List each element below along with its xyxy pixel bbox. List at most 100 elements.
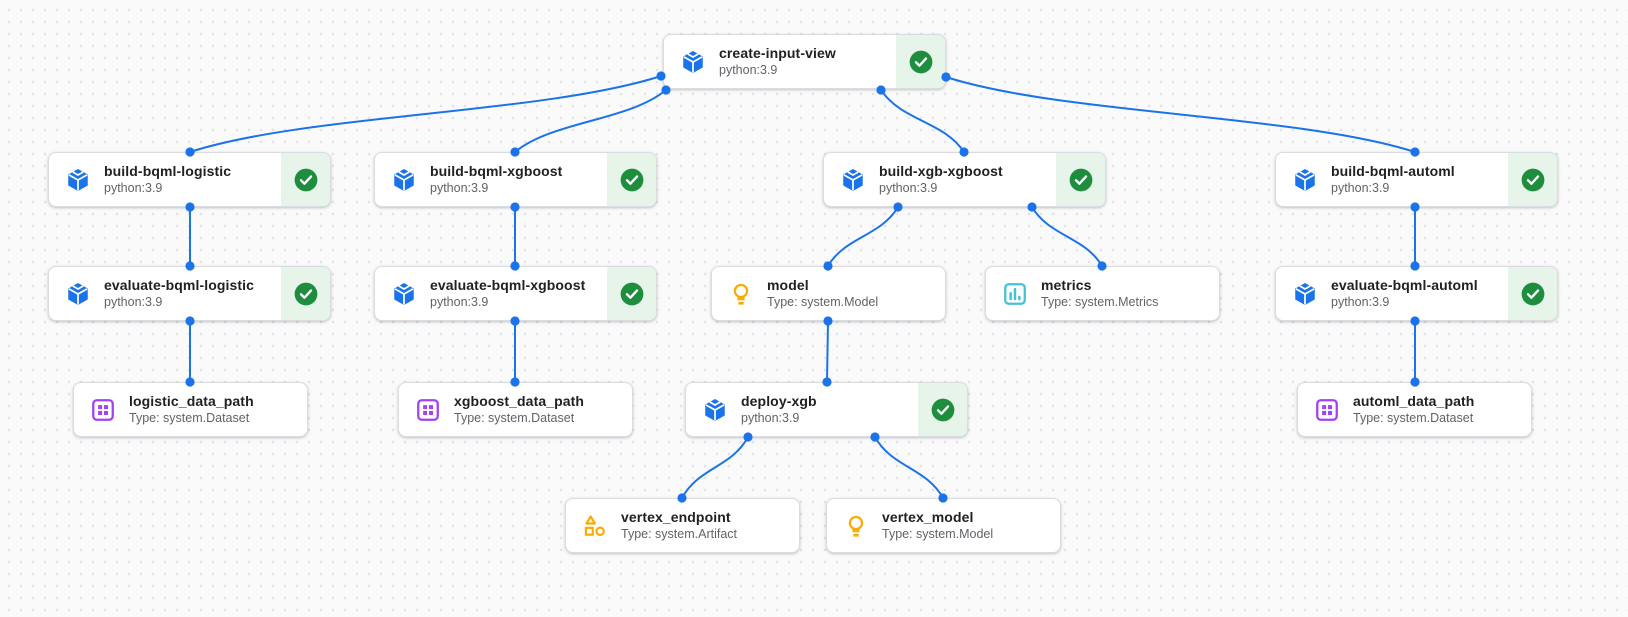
edge-deploy-xgb-to-vertex_endpoint — [681, 436, 749, 499]
node-title: build-bqml-xgboost — [430, 163, 563, 179]
node-subtitle: python:3.9 — [104, 181, 163, 195]
edge-create-input-view-to-build-bqml-automl — [945, 76, 1416, 153]
node-title: vertex_endpoint — [621, 509, 731, 525]
edge-create-input-view-to-build-xgb-xgboost — [880, 89, 965, 153]
edge-model-to-deploy-xgb — [826, 320, 829, 383]
dataset-grid-icon — [90, 397, 116, 423]
success-status-badge — [281, 153, 330, 206]
success-check-icon — [1520, 167, 1546, 193]
node-text: evaluate-bqml-xgboost python:3.9 — [430, 276, 585, 311]
node-subtitle: Type: system.Dataset — [129, 411, 250, 425]
node-subtitle: Type: system.Model — [882, 527, 994, 541]
artifact-shapes-icon — [582, 513, 608, 539]
node-subtitle: Type: system.Dataset — [1353, 411, 1474, 425]
node-text: build-xgb-xgboost python:3.9 — [879, 162, 1003, 197]
node-text: deploy-xgb python:3.9 — [741, 392, 817, 427]
success-check-icon — [930, 397, 956, 423]
node-evaluate-bqml-automl[interactable]: evaluate-bqml-automl python:3.9 — [1275, 266, 1558, 321]
component-cube-icon — [1292, 167, 1318, 193]
component-cube-icon — [702, 397, 728, 423]
success-status-badge — [607, 153, 656, 206]
success-status-badge — [896, 35, 945, 88]
node-subtitle: python:3.9 — [719, 63, 778, 77]
success-check-icon — [1068, 167, 1094, 193]
edge-build-xgb-xgboost-to-metrics — [1031, 206, 1103, 267]
node-subtitle: python:3.9 — [430, 181, 489, 195]
node-subtitle: Type: system.Metrics — [1041, 295, 1159, 309]
node-build-bqml-xgboost[interactable]: build-bqml-xgboost python:3.9 — [374, 152, 657, 207]
node-subtitle: Type: system.Dataset — [454, 411, 575, 425]
node-text: build-bqml-logistic python:3.9 — [104, 162, 231, 197]
component-cube-icon — [840, 167, 866, 193]
node-title: evaluate-bqml-xgboost — [430, 277, 586, 293]
node-title: deploy-xgb — [741, 393, 817, 409]
node-subtitle: python:3.9 — [104, 295, 163, 309]
node-title: build-bqml-automl — [1331, 163, 1455, 179]
node-text: build-bqml-automl python:3.9 — [1331, 162, 1455, 197]
dataset-grid-icon — [1314, 397, 1340, 423]
node-subtitle: python:3.9 — [1331, 295, 1390, 309]
node-title: vertex_model — [882, 509, 974, 525]
edge-create-input-view-to-build-bqml-xgboost — [514, 89, 667, 153]
node-title: automl_data_path — [1353, 393, 1475, 409]
node-subtitle: python:3.9 — [741, 411, 800, 425]
success-check-icon — [619, 167, 645, 193]
node-title: evaluate-bqml-automl — [1331, 277, 1478, 293]
success-status-badge — [1056, 153, 1105, 206]
node-deploy-xgb[interactable]: deploy-xgb python:3.9 — [685, 382, 968, 437]
node-title: build-xgb-xgboost — [879, 163, 1003, 179]
dataset-grid-icon — [415, 397, 441, 423]
node-title: create-input-view — [719, 45, 836, 61]
node-subtitle: Type: system.Artifact — [621, 527, 738, 541]
component-cube-icon — [391, 281, 417, 307]
node-text: evaluate-bqml-automl python:3.9 — [1331, 276, 1478, 311]
node-build-bqml-automl[interactable]: build-bqml-automl python:3.9 — [1275, 152, 1558, 207]
edge-deploy-xgb-to-vertex_model — [874, 436, 944, 499]
node-build-bqml-logistic[interactable]: build-bqml-logistic python:3.9 — [48, 152, 331, 207]
component-cube-icon — [391, 167, 417, 193]
success-status-badge — [1508, 267, 1557, 320]
success-status-badge — [607, 267, 656, 320]
success-status-badge — [281, 267, 330, 320]
node-subtitle: python:3.9 — [1331, 181, 1390, 195]
node-build-xgb-xgboost[interactable]: build-xgb-xgboost python:3.9 — [823, 152, 1106, 207]
node-title: build-bqml-logistic — [104, 163, 232, 179]
node-subtitle: python:3.9 — [430, 295, 489, 309]
node-title: metrics — [1041, 277, 1092, 293]
success-check-icon — [293, 167, 319, 193]
node-create-input-view[interactable]: create-input-view python:3.9 — [663, 34, 946, 89]
node-text: build-bqml-xgboost python:3.9 — [430, 162, 562, 197]
component-cube-icon — [65, 167, 91, 193]
node-evaluate-bqml-xgboost[interactable]: evaluate-bqml-xgboost python:3.9 — [374, 266, 657, 321]
node-subtitle: Type: system.Model — [767, 295, 879, 309]
node-subtitle: python:3.9 — [879, 181, 938, 195]
node-title: xgboost_data_path — [454, 393, 585, 409]
success-check-icon — [1520, 281, 1546, 307]
component-cube-icon — [680, 49, 706, 75]
model-lightbulb-icon — [843, 513, 869, 539]
node-title: model — [767, 277, 809, 293]
success-check-icon — [293, 281, 319, 307]
success-status-badge — [918, 383, 967, 436]
component-cube-icon — [65, 281, 91, 307]
edge-build-xgb-xgboost-to-model — [827, 206, 899, 267]
model-lightbulb-icon — [728, 281, 754, 307]
success-check-icon — [619, 281, 645, 307]
node-title: logistic_data_path — [129, 393, 254, 409]
